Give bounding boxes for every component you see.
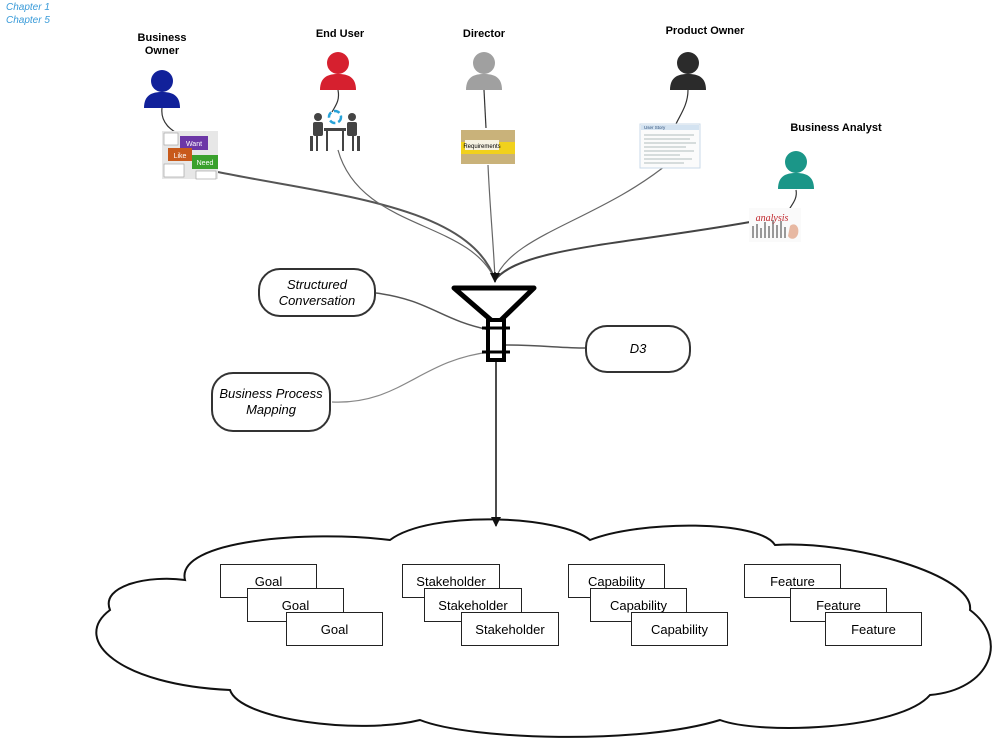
keyboard-want-label: Want bbox=[186, 141, 202, 148]
keyboard-like-label: Like bbox=[174, 153, 187, 160]
d3-label: D3 bbox=[629, 341, 647, 356]
goal-card: Goal bbox=[286, 612, 383, 646]
requirements-label: Requirements bbox=[463, 144, 500, 150]
funnel-icon bbox=[451, 285, 537, 362]
role-end-user: End User bbox=[315, 28, 365, 40]
analysis-chart-image: analysis bbox=[749, 208, 801, 242]
connector-structured-conversation bbox=[375, 292, 491, 331]
connector-business-analyst bbox=[494, 221, 751, 281]
connector-product-owner bbox=[494, 161, 671, 281]
chapter-1-link[interactable]: Chapter 1 bbox=[6, 2, 50, 13]
connector-d3 bbox=[501, 344, 587, 349]
business-process-mapping-label: Business Process Mapping bbox=[219, 386, 323, 417]
end-user-person-icon bbox=[320, 52, 356, 90]
technique-business-process-mapping: Business Process Mapping bbox=[211, 372, 331, 432]
role-business-analyst: Business Analyst bbox=[790, 122, 882, 134]
structured-conversation-label: Structured Conversation bbox=[278, 276, 356, 308]
requirements-folder-image: Requirements bbox=[461, 130, 515, 164]
director-person-icon bbox=[466, 52, 502, 90]
role-business-owner: Business Owner bbox=[137, 32, 187, 57]
product-owner-person-icon bbox=[670, 52, 706, 90]
technique-structured-conversation: Structured Conversation bbox=[258, 268, 376, 317]
business-analyst-person-icon bbox=[778, 151, 814, 189]
feature-card: Feature bbox=[825, 612, 922, 646]
keyboard-need-label: Need bbox=[197, 160, 214, 167]
technique-d3: D3 bbox=[585, 325, 691, 373]
user-story-label: User Story bbox=[644, 125, 666, 130]
capability-card: Capability bbox=[631, 612, 728, 646]
chapter-links: Chapter 1 Chapter 5 bbox=[6, 1, 50, 27]
connector-end-user bbox=[337, 149, 496, 281]
role-product-owner: Product Owner bbox=[665, 25, 745, 37]
chapter-5-link[interactable]: Chapter 5 bbox=[6, 15, 50, 26]
keyboard-keys-image: Want Like Need bbox=[162, 131, 218, 180]
role-director: Director bbox=[462, 28, 506, 40]
meeting-icon bbox=[310, 109, 360, 151]
connector-business-owner bbox=[217, 171, 496, 281]
analysis-label: analysis bbox=[756, 213, 789, 224]
user-story-document-image: User Story bbox=[639, 123, 701, 169]
connector-director bbox=[487, 164, 496, 281]
business-owner-person-icon bbox=[144, 70, 180, 108]
stakeholder-card: Stakeholder bbox=[402, 564, 500, 598]
connector-business-process-mapping bbox=[331, 351, 491, 403]
stakeholder-card: Stakeholder bbox=[461, 612, 559, 646]
